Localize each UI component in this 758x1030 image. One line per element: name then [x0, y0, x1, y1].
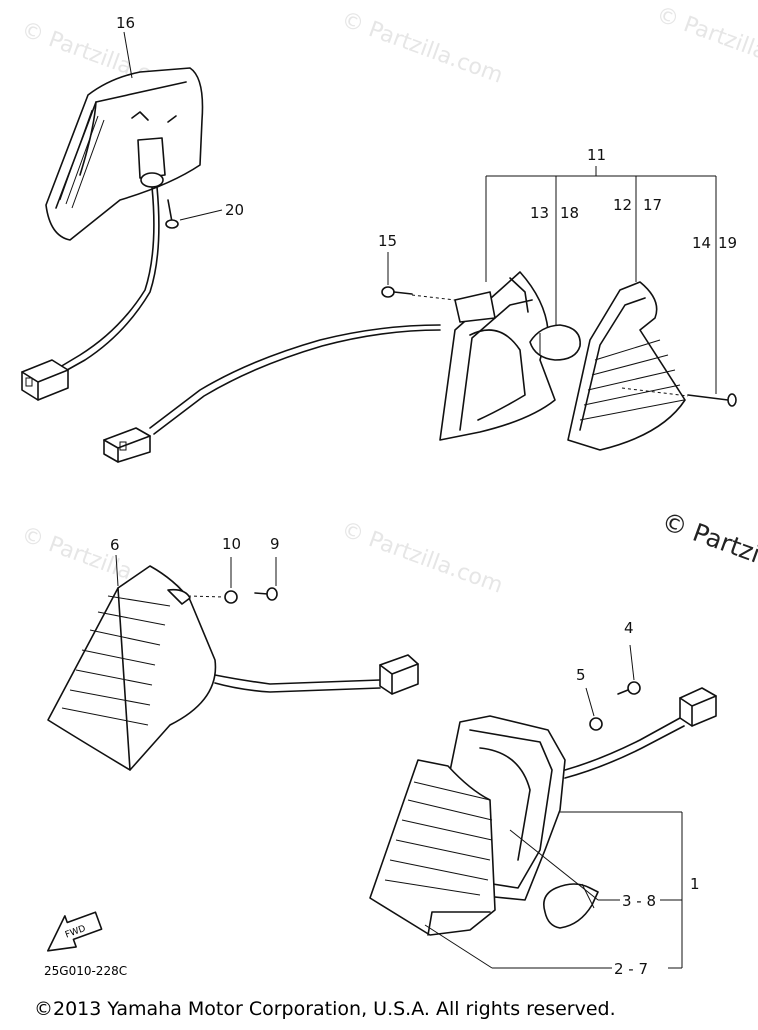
watermark-large: © Partzill — [658, 506, 758, 573]
lens-12-17 — [567, 281, 686, 451]
screw-9 — [254, 557, 278, 601]
bracket-1 — [424, 811, 683, 969]
callout-15: 15 — [378, 232, 397, 250]
wire-harness — [214, 674, 381, 685]
callout-10: 10 — [222, 535, 241, 553]
callout-12: 12 — [613, 196, 632, 214]
callout-5: 5 — [576, 666, 586, 684]
bulb-3-8 — [543, 883, 599, 929]
wire-harness — [564, 725, 685, 779]
callout-18: 18 — [560, 204, 579, 222]
light-housing-16 — [45, 67, 204, 241]
bracket-11 — [485, 166, 717, 394]
wire-harness — [564, 717, 681, 771]
connector — [21, 359, 69, 401]
watermark: © Partzilla.com — [338, 7, 506, 89]
turn-signal-assembly-1 — [369, 715, 566, 936]
callouts: 16 20 11 13 18 12 17 14 19 15 6 10 9 4 5… — [110, 14, 737, 978]
copyright-notice: ©2013 Yamaha Motor Corporation, U.S.A. A… — [34, 998, 616, 1020]
callout-3-8: 3 - 8 — [622, 892, 656, 910]
callout-11: 11 — [587, 146, 606, 164]
callout-20: 20 — [225, 201, 244, 219]
callout-14: 14 — [692, 234, 711, 252]
screw-20 — [165, 199, 223, 229]
callout-17: 17 — [643, 196, 662, 214]
callout-6: 6 — [110, 536, 120, 554]
nut-5 — [585, 687, 603, 731]
fwd-arrow-icon: FWD — [46, 911, 103, 952]
connector — [679, 687, 717, 727]
callout-2-7: 2 - 7 — [614, 960, 648, 978]
callout-4: 4 — [624, 619, 634, 637]
nut-10 — [187, 557, 238, 604]
callout-13: 13 — [530, 204, 549, 222]
bulb-13-18 — [529, 324, 581, 361]
screw-15 — [381, 286, 456, 301]
wire-harness — [149, 324, 441, 429]
wire-harness — [59, 186, 160, 375]
side-light-6 — [47, 565, 217, 771]
connector — [379, 654, 419, 695]
wire-harness — [54, 186, 155, 371]
callout-9: 9 — [270, 535, 280, 553]
callout-1: 1 — [690, 875, 700, 893]
screw-4 — [617, 644, 641, 695]
callout-19: 19 — [718, 234, 737, 252]
callout-16: 16 — [116, 14, 135, 32]
watermark: © Partzilla.com — [338, 517, 506, 599]
wire-harness — [214, 682, 381, 693]
turn-signal-housing — [439, 271, 556, 441]
watermark: © Partzilla.com — [653, 2, 758, 84]
connector — [103, 427, 151, 463]
wire-harness — [153, 329, 441, 435]
diagram-code: 25G010-228C — [44, 964, 127, 978]
screw-14-19 — [621, 387, 737, 407]
